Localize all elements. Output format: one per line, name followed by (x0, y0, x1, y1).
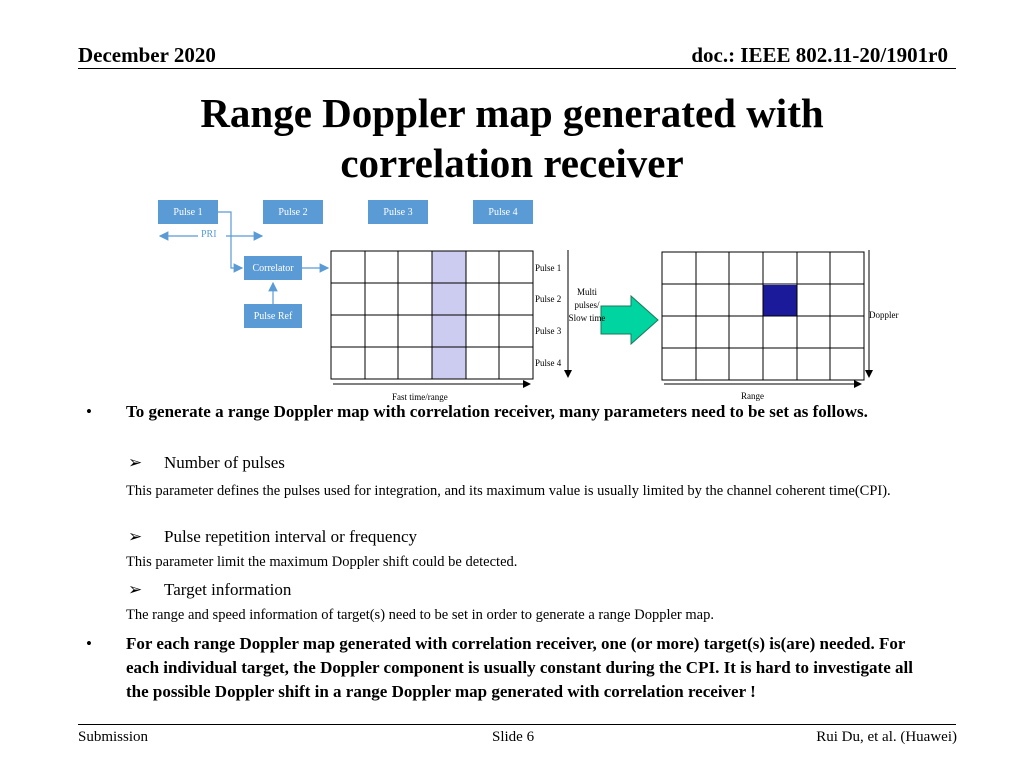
header-date: December 2020 (78, 43, 216, 67)
pri-label: PRI (201, 229, 217, 240)
sub-1-marker: ➢ (128, 453, 143, 472)
footer-rule (78, 724, 956, 725)
footer-submission: Submission (78, 729, 149, 745)
sub-2-text: This parameter limit the maximum Doppler… (126, 554, 518, 570)
bullet-2-marker: • (86, 634, 92, 653)
sub-1-title: Number of pulses (164, 453, 285, 472)
row-label-3: Pulse 3 (535, 326, 562, 336)
sub-1-text: This parameter defines the pulses used f… (126, 483, 891, 499)
title-line-1: Range Doppler map generated with (200, 90, 824, 136)
footer-slide-number: Slide 6 (492, 729, 535, 745)
header-doc-id: doc.: IEEE 802.11-20/1901r0 (691, 43, 948, 67)
slow-time-label: Multi pulses/ Slow time (568, 287, 606, 323)
doppler-label: Doppler (869, 310, 899, 320)
row-label-2: Pulse 2 (535, 294, 562, 304)
sub-3-text: The range and speed information of targe… (126, 607, 714, 623)
title-line-2: correlation receiver (340, 140, 684, 186)
pulse-4-box: Pulse 4 (473, 200, 533, 224)
row-label-1: Pulse 1 (535, 263, 562, 273)
pulse-ref-box: Pulse Ref (244, 304, 302, 328)
pulse-2-box: Pulse 2 (263, 200, 323, 224)
footer-author: Rui Du, et al. (Huawei) (816, 729, 957, 745)
header-rule (78, 68, 956, 69)
slide-title: Range Doppler map generated with correla… (0, 88, 1024, 188)
sub-3-marker: ➢ (128, 580, 143, 599)
row-label-4: Pulse 4 (535, 358, 562, 368)
bullet-1-text: To generate a range Doppler map with cor… (126, 402, 868, 421)
sub-3-title: Target information (164, 580, 292, 599)
range-label: Range (741, 391, 764, 401)
pulse-1-box: Pulse 1 (158, 200, 218, 224)
bullet-1-marker: • (86, 402, 92, 421)
diagram-lines (158, 211, 873, 388)
sub-2-title: Pulse repetition interval or frequency (164, 527, 418, 546)
sub-2-marker: ➢ (128, 527, 143, 546)
fast-time-label: Fast time/range (392, 392, 448, 402)
pulse-3-box: Pulse 3 (368, 200, 428, 224)
correlator-box: Correlator (244, 256, 302, 280)
bullet-2-text: For each range Doppler map generated wit… (126, 634, 913, 701)
